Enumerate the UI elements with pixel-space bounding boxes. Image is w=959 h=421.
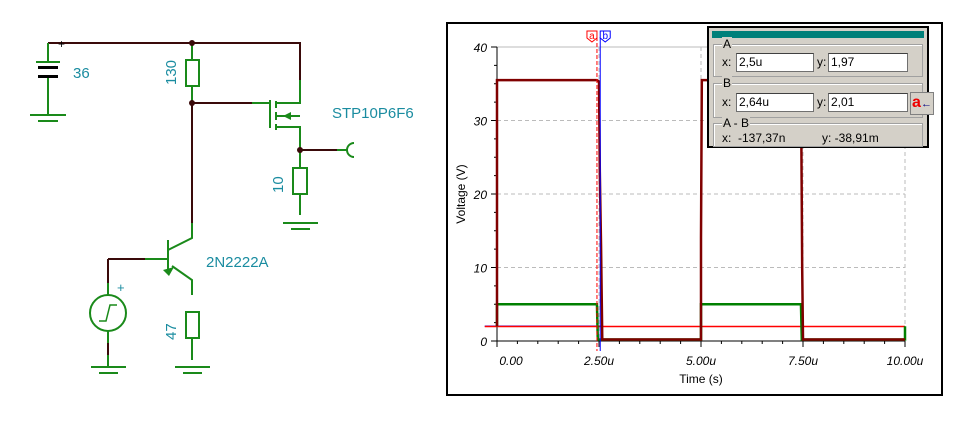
r3-label: 47 xyxy=(163,323,180,340)
y-tick-label: 40 xyxy=(474,41,488,55)
a-x-label: x: xyxy=(722,55,732,69)
x-tick-label: 2.50u xyxy=(583,354,614,368)
cursor-b-handle xyxy=(599,30,611,43)
a-y-field[interactable]: 1,97 xyxy=(828,53,908,72)
x-tick-label: 10.00u xyxy=(887,354,924,368)
difference-group: A - B x: -137,37n y: -38,91m xyxy=(713,116,923,147)
resistor-10 xyxy=(292,167,308,195)
cursor-b-label: b xyxy=(602,31,608,42)
resistor-47 xyxy=(185,311,200,339)
resistor-130 xyxy=(185,59,200,87)
r2-label: 10 xyxy=(270,176,287,193)
diff-x: x: -137,37n xyxy=(722,131,786,145)
y-axis-label: Voltage (V) xyxy=(454,164,468,223)
a-y-label: y: xyxy=(817,55,827,69)
cursor-a-title: A xyxy=(722,37,733,51)
diff-y: y: -38,91m xyxy=(822,131,879,145)
x-tick-label: 7.50u xyxy=(788,354,818,368)
swap-letter: a xyxy=(912,94,921,111)
b-y-field[interactable]: 2,01 xyxy=(828,93,908,112)
y-tick-label: 20 xyxy=(473,188,488,202)
swap-cursor-button[interactable]: a← xyxy=(910,92,934,115)
b-x-field[interactable]: 2,64u xyxy=(736,93,814,112)
b-y-label: y: xyxy=(817,95,827,109)
x-tick-label: 0.00 xyxy=(499,354,523,368)
bjt-label: 2N2222A xyxy=(206,254,269,271)
arrow-icon xyxy=(163,112,291,276)
cursor-b-title: B xyxy=(722,76,733,90)
a-x-field[interactable]: 2,5u xyxy=(736,53,814,72)
y-tick-label: 10 xyxy=(474,262,488,276)
y-tick-label: 0 xyxy=(480,335,487,349)
b-x-label: x: xyxy=(722,95,732,109)
x-axis-label: Time (s) xyxy=(679,372,723,386)
mosfet-label: STP10P6F6 xyxy=(332,105,414,122)
battery-label: 36 xyxy=(73,65,90,82)
cursor-a-handle xyxy=(586,30,598,43)
arrow-left-icon: ← xyxy=(920,98,932,110)
source-plus: + xyxy=(117,280,125,295)
cursor-a-group: A x: 2,5u y: 1,97 xyxy=(713,37,923,77)
x-tick-label: 5.00u xyxy=(686,354,716,368)
circuit-schematic xyxy=(30,40,355,374)
y-tick-label: 30 xyxy=(474,115,488,129)
cursor-readout-panel: A x: 2,5u y: 1,97 B x: 2,64u y: 2,01 a← … xyxy=(707,26,934,148)
cursor-b-group: B x: 2,64u y: 2,01 a← xyxy=(713,76,934,118)
cursor-a-label: a xyxy=(589,31,595,42)
diff-title: A - B xyxy=(722,116,751,130)
panel-titlebar[interactable] xyxy=(712,31,924,38)
r1-label: 130 xyxy=(163,59,180,85)
battery-plus: + xyxy=(58,37,66,51)
